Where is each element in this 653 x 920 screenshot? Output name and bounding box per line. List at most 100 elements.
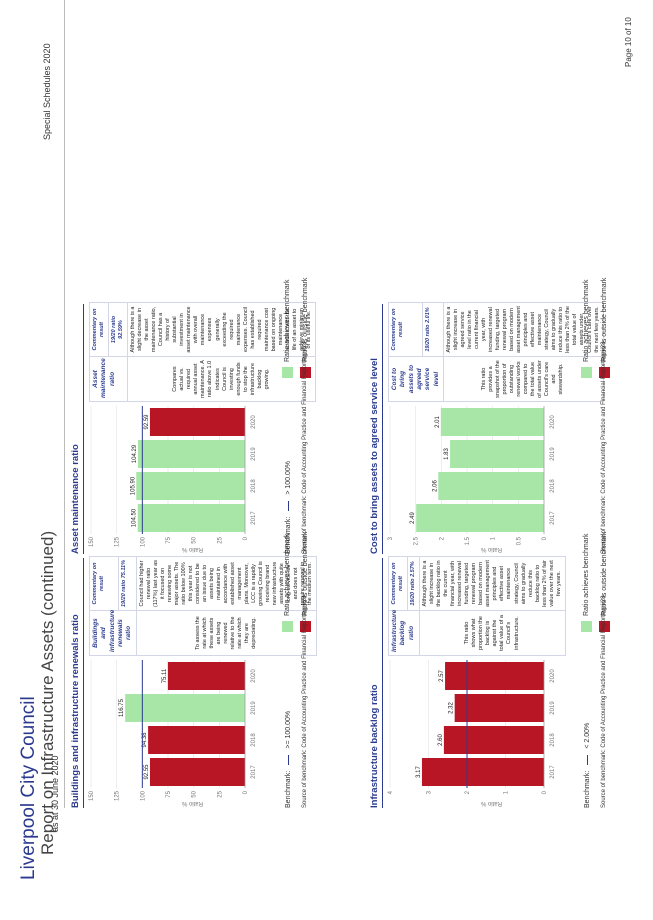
- bar-value-label: 1.83: [444, 448, 450, 460]
- bar: [137, 440, 245, 468]
- section-title: Infrastructure backlog ratio: [369, 684, 380, 808]
- info-title-cell: Buildings and infrastructure renewals ra…: [89, 610, 137, 656]
- info-title-cell: Infrastructure backlog ratio: [388, 610, 420, 656]
- benchmark-source: Source of benchmark: Code of Accounting …: [601, 341, 607, 554]
- council-name: Liverpool City Council: [18, 696, 39, 880]
- bar-value-label: 3.17: [416, 766, 422, 778]
- benchmark-line-swatch: [287, 754, 289, 765]
- y-tick-label: 2.5: [414, 536, 420, 545]
- benchmark-value: < 2.00%: [584, 722, 591, 749]
- y-tick-label: 4: [388, 790, 394, 794]
- bar-value-label: 105.90: [130, 476, 136, 495]
- ratio-commentary: Although there is a slight increase in t…: [419, 556, 566, 611]
- benchmark-line-swatch: [586, 754, 588, 765]
- benchmark-label: Benchmark:: [584, 770, 591, 808]
- bar: [167, 662, 245, 690]
- y-tick-label: 3: [388, 536, 394, 540]
- x-tick-label: 2017: [550, 765, 556, 779]
- y-tick-label: 1: [504, 790, 510, 794]
- bar-value-label: 104.29: [132, 444, 138, 463]
- achieves-label: Ratio achieves benchmark: [583, 279, 590, 363]
- section-title-rule: [83, 558, 84, 808]
- current-ratio: 19/20 ratio 75.11%: [118, 556, 137, 611]
- ratio-info-table: Cost to bring assets to agreed service l…: [388, 302, 604, 402]
- y-tick-label: 2: [439, 536, 445, 540]
- x-tick-label: 2019: [550, 701, 556, 715]
- y-tick-label: 1.5: [465, 536, 471, 545]
- y-tick-label: 125: [115, 790, 121, 801]
- y-tick-label: 3: [427, 790, 433, 794]
- bar-value-label: 92.59: [144, 414, 150, 430]
- bar: [137, 504, 245, 532]
- bar: [454, 694, 544, 722]
- bar-value-label: 2.01: [435, 416, 441, 428]
- ratio-description: This ratio shows what proportion the bac…: [419, 610, 566, 656]
- benchmark-line-swatch: [587, 538, 588, 548]
- bar-value-label: 116.75: [119, 698, 125, 717]
- bar: [148, 726, 245, 754]
- ratio-section: Cost to bring assets to agreed service l…: [367, 278, 653, 554]
- bar-value-label: 2.06: [432, 480, 438, 492]
- x-tick-label: 2019: [251, 447, 257, 461]
- y-tick-label: 2: [465, 790, 471, 794]
- bar-value-label: 104.50: [132, 508, 138, 527]
- y-tick-label: 150: [89, 790, 95, 801]
- section-title: Cost to bring assets to agreed service l…: [369, 358, 380, 554]
- bar-value-label: 2.32: [449, 702, 455, 714]
- achieves-swatch: [282, 621, 293, 632]
- y-axis-label: Ratio %: [181, 546, 203, 552]
- x-tick-label: 2019: [251, 701, 257, 715]
- x-tick-label: 2018: [251, 479, 257, 493]
- bar: [149, 408, 245, 436]
- y-tick-label: 0: [243, 536, 249, 540]
- commentary-header: Commentary on result: [89, 556, 119, 611]
- schedule-label: Special Schedules 2020: [42, 43, 52, 140]
- benchmark-value: >= 100.00%: [285, 710, 292, 749]
- y-tick-label: 50: [192, 790, 198, 797]
- benchmark-label: Benchmark:: [285, 770, 292, 808]
- section-title-rule: [382, 558, 383, 808]
- section-title: Asset maintenance ratio: [70, 444, 81, 554]
- y-tick-label: 25: [217, 536, 223, 543]
- y-tick-label: 25: [217, 790, 223, 797]
- y-axis-label: Ratio %: [480, 800, 502, 806]
- page-number: Page 10 of 10: [624, 17, 633, 67]
- x-tick-label: 2018: [251, 733, 257, 747]
- y-tick-label: 0: [542, 790, 548, 794]
- bar-value-label: 94.38: [142, 732, 148, 748]
- benchmark-source: Source of benchmark: Code of Accounting …: [302, 341, 308, 554]
- x-tick-label: 2018: [550, 479, 556, 493]
- y-tick-label: 50: [192, 536, 198, 543]
- commentary-header: Commentary on result: [89, 302, 109, 357]
- y-axis-label: Ratio %: [181, 800, 203, 806]
- benchmark-line-swatch: [287, 500, 289, 511]
- x-tick-label: 2018: [550, 733, 556, 747]
- y-tick-label: 75: [166, 790, 172, 797]
- x-tick-label: 2020: [251, 415, 257, 429]
- y-tick-label: 100: [140, 536, 146, 547]
- bar-value-label: 2.57: [439, 670, 445, 682]
- bar: [438, 472, 544, 500]
- x-tick-label: 2020: [251, 669, 257, 683]
- achieves-label: Ratio achieves benchmark: [284, 279, 291, 363]
- benchmark-source: Source of benchmark: Code of Accounting …: [601, 595, 607, 808]
- bar-value-label: 2.60: [438, 734, 444, 746]
- info-title-cell: Cost to bring assets to agreed service l…: [388, 356, 444, 402]
- info-title-cell: Asset maintenance ratio: [89, 356, 128, 402]
- current-ratio: 19/20 ratio 92.59%: [108, 302, 128, 357]
- ratio-description: Compares actual vs. required annual asse…: [127, 356, 316, 402]
- benchmark-legend: Benchmark: < 2.00%: [584, 723, 591, 808]
- as-at-date: as at 30 June 2020: [50, 755, 60, 832]
- commentary-header: Commentary on result: [388, 302, 423, 357]
- x-tick-label: 2020: [550, 415, 556, 429]
- bar: [440, 408, 544, 436]
- y-tick-label: 0: [243, 790, 249, 794]
